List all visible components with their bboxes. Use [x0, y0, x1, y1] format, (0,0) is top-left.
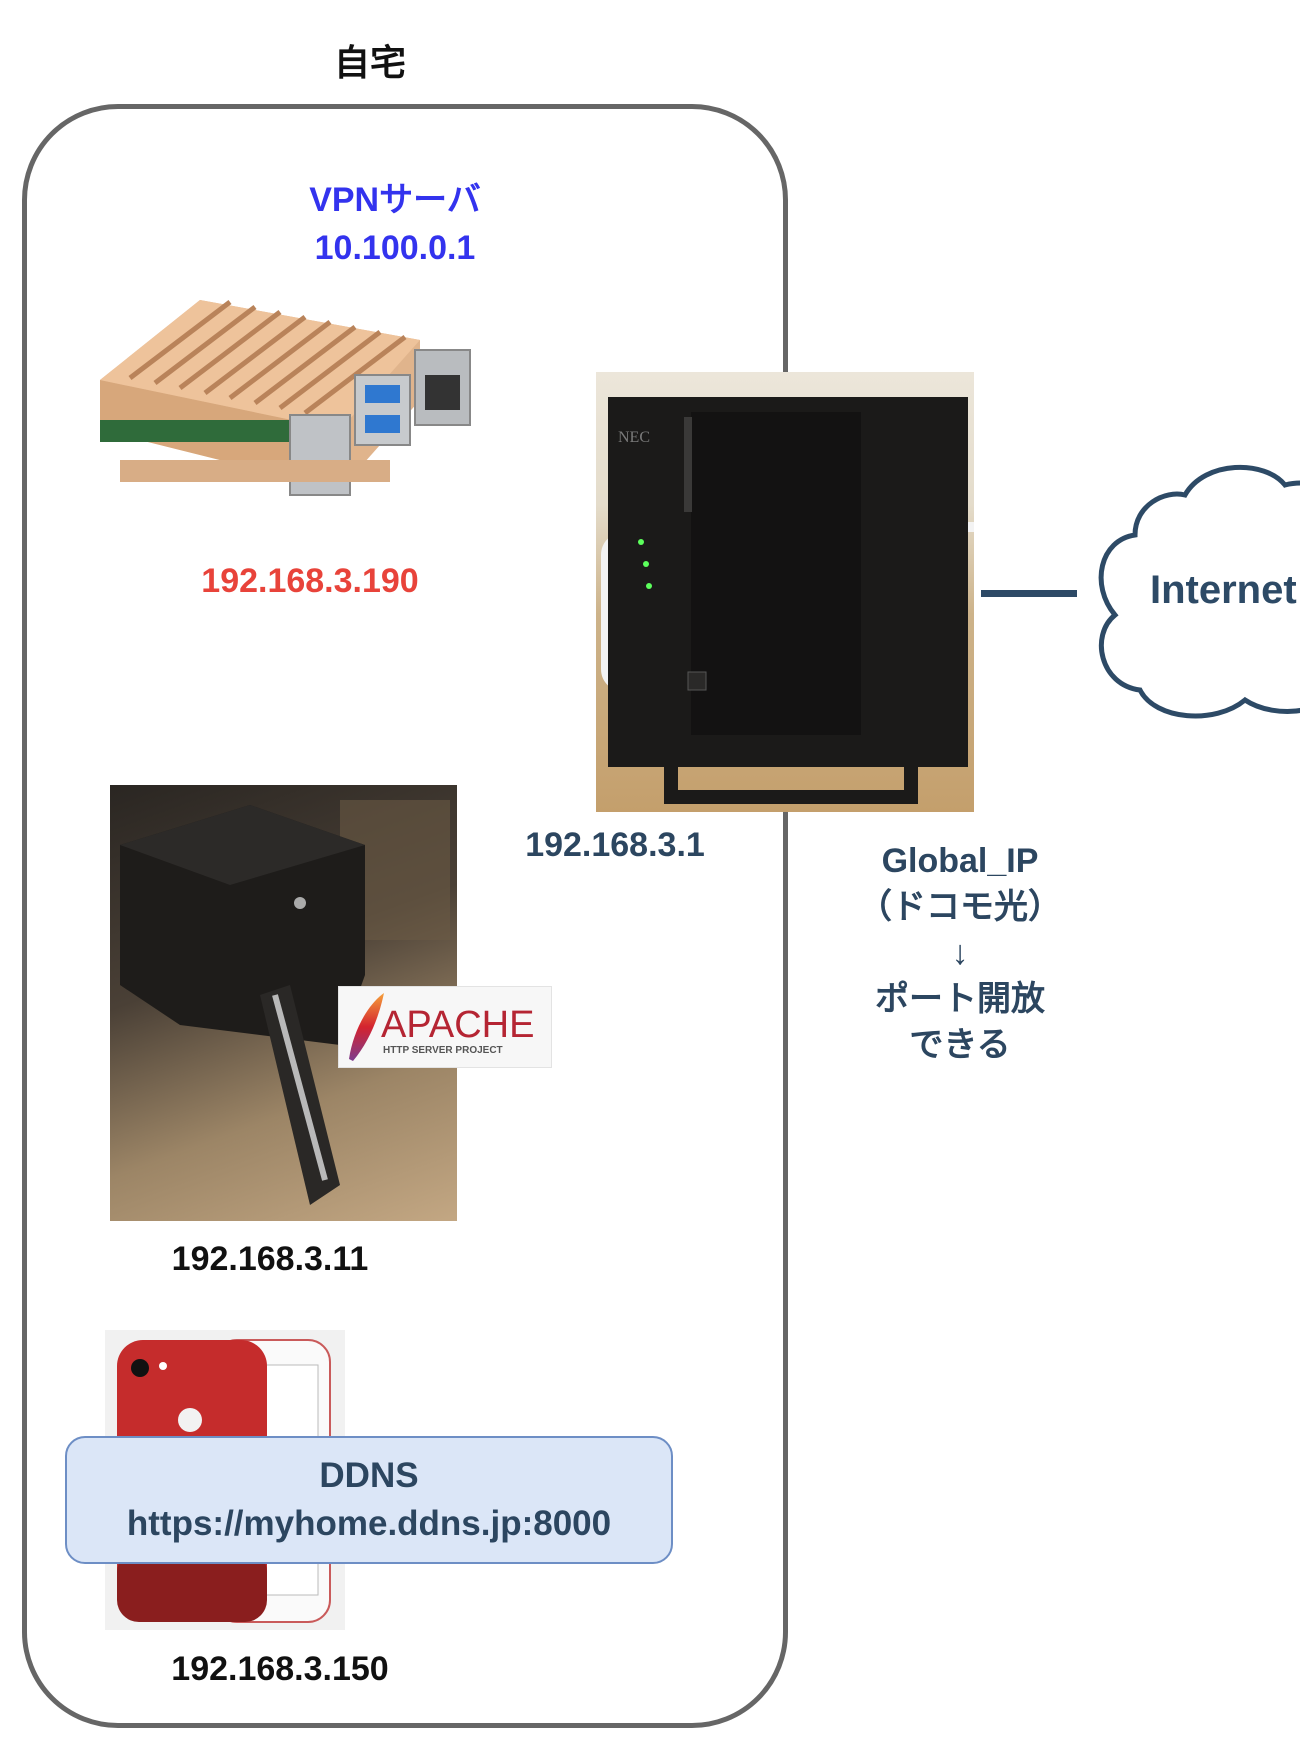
apache-logo-sub: HTTP SERVER PROJECT [383, 1045, 503, 1056]
nas-server-ip: 192.168.3.11 [171, 1240, 369, 1278]
global-ip-line3: ポート開放 [875, 980, 1045, 1018]
nec-logo: NEC [618, 429, 650, 446]
feather-icon [349, 993, 384, 1061]
ddns-url: https://myhome.ddns.jp:8000 [126, 1504, 612, 1543]
global-ip-line2: （ドコモ光） [858, 888, 1062, 926]
down-arrow-icon: ↓ [951, 934, 969, 972]
internet-cloud-icon [1098, 464, 1300, 719]
ddns-box: DDNS https://myhome.ddns.jp:8000 [65, 1436, 673, 1564]
router-ip: 192.168.3.1 [525, 826, 705, 864]
router-image: NEC [596, 372, 974, 812]
vpn-server-label: VPNサーバ 10.100.0.1 [270, 176, 520, 272]
raspberry-pi-image [100, 300, 471, 496]
apple-logo-icon [178, 1408, 202, 1432]
iphone-ip: 192.168.3.150 [171, 1650, 389, 1688]
vpn-server-name: VPNサーバ [309, 181, 481, 219]
global-ip-line4: できる [909, 1026, 1011, 1064]
apache-logo-main: APACHE [381, 1004, 534, 1046]
home-title: 自宅 [333, 42, 406, 83]
vpn-server-ip: 10.100.0.1 [314, 229, 476, 267]
ddns-title: DDNS [319, 1456, 419, 1495]
internet-label: Internet [1150, 568, 1297, 612]
apache-logo: APACHE HTTP SERVER PROJECT [338, 986, 552, 1068]
raspberry-pi-ip: 192.168.3.190 [201, 562, 419, 600]
global-ip-note: Global_IP （ドコモ光） ↓ ポート開放 できる [840, 838, 1080, 1068]
global-ip-line1: Global_IP [881, 842, 1039, 880]
router-internet-link [981, 590, 1077, 597]
